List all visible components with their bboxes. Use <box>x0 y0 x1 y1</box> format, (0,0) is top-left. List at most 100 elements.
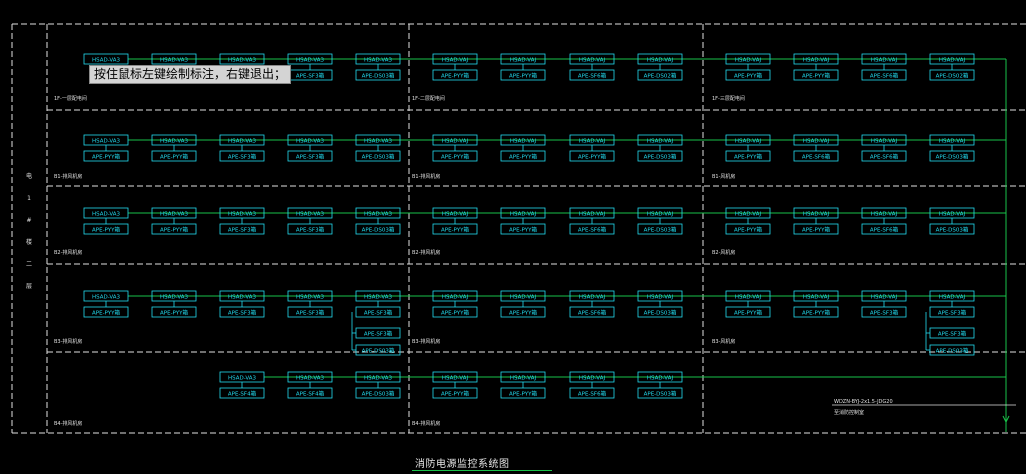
tooltip-text: 按住鼠标左键绘制标注，右键退出； <box>94 67 287 81</box>
floor-row: HSAD-VA3APE-PYY箱HSAD-VA3APE-PYY箱HSAD-VA3… <box>54 207 1006 256</box>
drawing-title: 消防电源监控系统图 <box>415 459 510 470</box>
panel-label: APE-SF6箱 <box>870 72 899 80</box>
sensor-model-label: HSAD-VA3 <box>160 295 189 301</box>
floor-label: B3-风机房 <box>712 338 735 345</box>
sensor-model-label: HSAD-VAJ <box>871 58 898 64</box>
floor-row: HSAD-VA3APE-SF4箱HSAD-VA3APE-SF4箱HSAD-VA3… <box>54 371 1006 427</box>
panel-label: APE-DS03箱 <box>362 72 395 80</box>
panel-label: APE-DS03箱 <box>936 226 969 234</box>
panel-label: APE-PYY箱 <box>802 72 830 80</box>
panel-box <box>355 69 401 81</box>
panel-label: APE-SF3箱 <box>228 153 257 161</box>
sensor-model-label: HSAD-VAJ <box>510 212 537 218</box>
panel-box <box>637 387 683 399</box>
panel-box <box>725 150 771 162</box>
sensor-model-label: HSAD-VAJ <box>647 212 674 218</box>
sensor-model-label: HSAD-VA3 <box>364 58 393 64</box>
panel-box <box>500 223 546 235</box>
sensor-model-label: HSAD-VA3 <box>92 212 121 218</box>
panel-label: APE-PYY箱 <box>160 226 188 234</box>
panel-label: APE-SF3箱 <box>296 226 325 234</box>
panel-label: APE-DS03箱 <box>362 153 395 161</box>
left-column-char: 二 <box>26 261 32 268</box>
panel-box <box>355 327 401 339</box>
panel-label: APE-PYY箱 <box>441 309 469 317</box>
panel-box <box>861 150 907 162</box>
panel-box <box>432 150 478 162</box>
floor-label: B2-风机房 <box>712 249 735 256</box>
panel-box <box>793 223 839 235</box>
panel-box <box>83 306 129 318</box>
sensor-model-label: HSAD-VAJ <box>647 58 674 64</box>
sensor-box <box>219 53 265 65</box>
panel-box <box>861 223 907 235</box>
panel-box <box>432 306 478 318</box>
sensor-model-label: HSAD-VA3 <box>160 58 189 64</box>
sensor-model-label: HSAD-VA3 <box>160 212 189 218</box>
sensor-box <box>151 53 197 65</box>
panel-box <box>861 69 907 81</box>
floor-label: B2-排风机房 <box>54 249 82 256</box>
panel-label: APE-PYY箱 <box>734 72 762 80</box>
sensor-model-label: HSAD-VA3 <box>92 58 121 64</box>
sensor-model-label: HSAD-VAJ <box>939 212 966 218</box>
sensor-model-label: HSAD-VA3 <box>296 376 325 382</box>
panel-label: APE-SF6箱 <box>802 153 831 161</box>
panel-label: APE-DS03箱 <box>644 309 677 317</box>
panel-label: APE-SF6箱 <box>578 72 607 80</box>
sensor-model-label: HSAD-VA3 <box>228 376 257 382</box>
left-column-char: # <box>26 217 31 224</box>
sensor-model-label: HSAD-VAJ <box>442 376 469 382</box>
panel-label: APE-PYY箱 <box>92 153 120 161</box>
sensor-model-label: HSAD-VAJ <box>735 212 762 218</box>
panel-label: APE-SF6箱 <box>578 309 607 317</box>
panel-box <box>861 306 907 318</box>
panel-box <box>355 387 401 399</box>
panel-label: APE-PYY箱 <box>509 390 537 398</box>
panel-label: APE-SF3箱 <box>870 309 899 317</box>
sensor-model-label: HSAD-VAJ <box>803 139 830 145</box>
panel-box <box>929 344 975 356</box>
sensor-model-label: HSAD-VAJ <box>735 295 762 301</box>
sensor-model-label: HSAD-VA3 <box>92 295 121 301</box>
panel-label: APE-DS02箱 <box>936 72 969 80</box>
floor-label: 1F-三层配电间 <box>712 95 745 102</box>
panel-label: APE-SF3箱 <box>364 309 393 317</box>
panel-box <box>287 223 333 235</box>
panel-label: APE-PYY箱 <box>578 153 606 161</box>
panel-label: APE-SF3箱 <box>296 72 325 80</box>
sensor-model-label: HSAD-VAJ <box>442 58 469 64</box>
sensor-model-label: HSAD-VAJ <box>579 58 606 64</box>
panel-label: APE-SF3箱 <box>364 330 393 338</box>
sensor-model-label: HSAD-VAJ <box>579 376 606 382</box>
panel-box <box>219 387 265 399</box>
sensor-model-label: HSAD-VA3 <box>296 139 325 145</box>
panel-label: APE-DS03箱 <box>362 226 395 234</box>
sensor-model-label: HSAD-VAJ <box>803 295 830 301</box>
panel-label: APE-DS03箱 <box>936 347 969 355</box>
sensor-model-label: HSAD-VAJ <box>510 295 537 301</box>
panel-label: APE-PYY箱 <box>441 72 469 80</box>
